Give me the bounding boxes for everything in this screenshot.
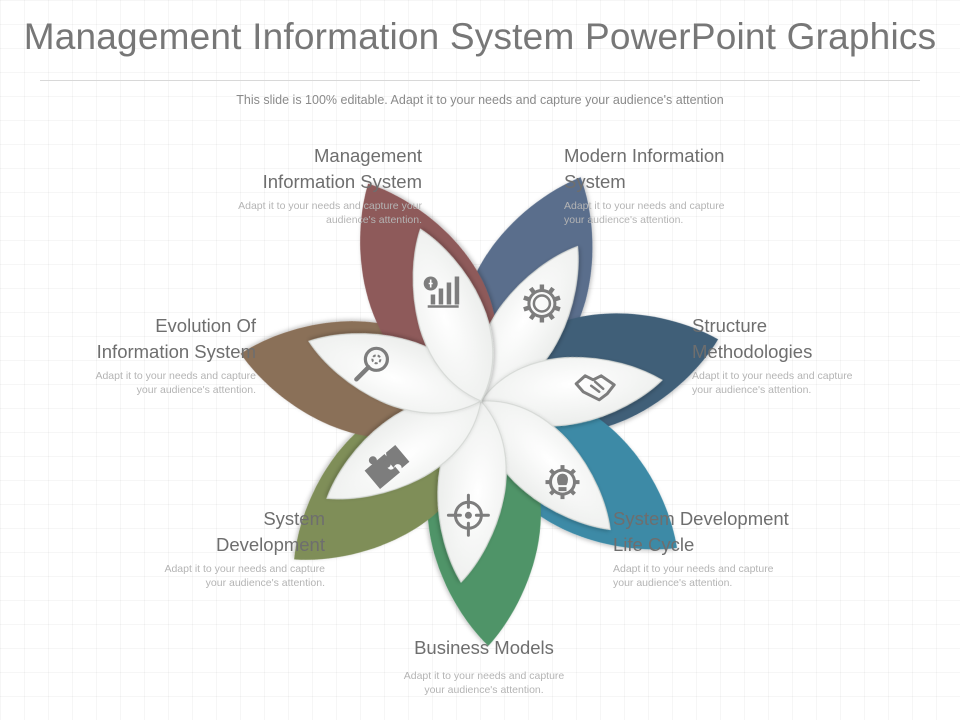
slide-title: Management Information System PowerPoint…	[23, 16, 937, 57]
chart-icon	[423, 276, 460, 308]
slide-subtitle: This slide is 100% editable. Adapt it to…	[236, 93, 724, 107]
magnifier-icon	[354, 346, 389, 382]
label-modern-information-system: Modern Information System Adapt it to yo…	[564, 143, 804, 227]
label-title: System Development Life Cycle	[613, 508, 789, 555]
label-title: Structure Methodologies	[692, 315, 813, 362]
inner-petal-evo	[412, 228, 494, 402]
label-title: Modern Information System	[564, 145, 725, 192]
label-description: Adapt it to your needs and capture your …	[164, 563, 325, 589]
target-icon	[446, 493, 490, 537]
handshake-icon	[574, 374, 616, 402]
label-description: Adapt it to your needs and capture your …	[95, 370, 256, 396]
label-system-development: System Development Adapt it to your need…	[100, 506, 325, 590]
title-divider	[40, 80, 920, 81]
lightbulb-gear-icon	[545, 465, 580, 500]
label-title: Management Information System	[262, 145, 422, 192]
label-system-development-life-cycle: System Development Life Cycle Adapt it t…	[613, 506, 853, 590]
label-business-models: Business Models Adapt it to your needs a…	[364, 635, 604, 697]
label-description: Adapt it to your needs and capture your …	[692, 370, 853, 396]
label-description: Adapt it to your needs and capture your …	[613, 563, 774, 589]
label-description: Adapt it to your needs and capture your …	[564, 200, 725, 226]
label-description: Adapt it to your needs and capture your …	[403, 670, 565, 696]
label-title: Evolution Of Information System	[96, 315, 256, 362]
gear-icon	[523, 284, 561, 323]
label-management-information-system: Management Information System Adapt it t…	[200, 143, 422, 227]
label-title: Business Models	[414, 637, 554, 658]
label-description: Adapt it to your needs and capture your …	[238, 200, 422, 226]
label-title: System Development	[215, 508, 325, 555]
puzzle-icon	[364, 444, 410, 490]
label-evolution-of-information-system: Evolution Of Information System Adapt it…	[20, 313, 256, 397]
label-structure-methodologies: Structure Methodologies Adapt it to your…	[692, 313, 932, 397]
